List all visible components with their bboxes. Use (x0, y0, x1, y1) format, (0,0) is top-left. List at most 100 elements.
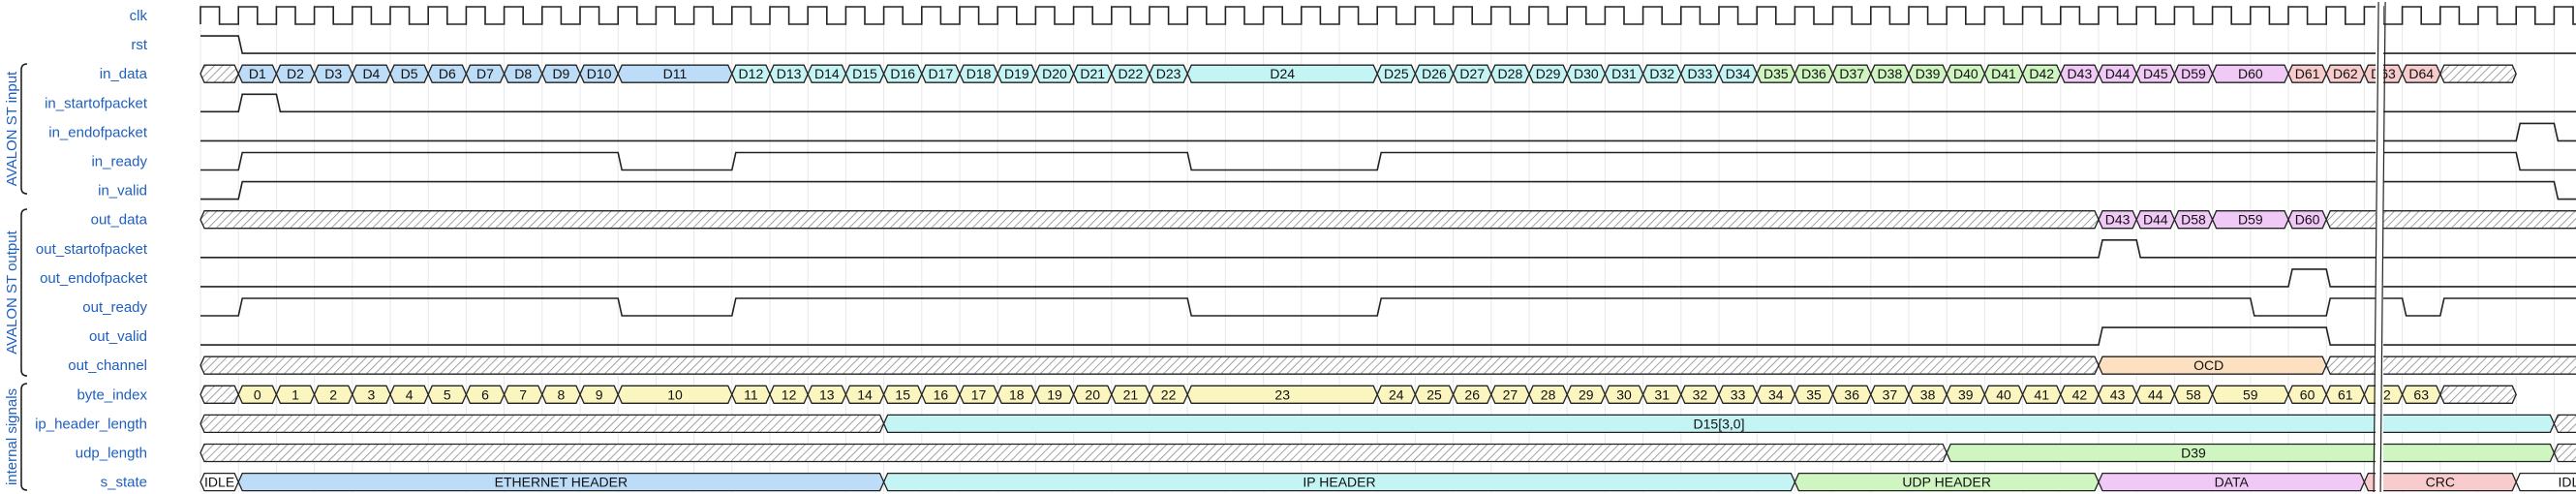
signal-wave-out_endofpacket (200, 268, 2576, 288)
bus-value-label: 29 (1579, 386, 1594, 402)
signal-wave-udp_length: D39 (199, 443, 2576, 463)
signal-wave-rst (200, 35, 2576, 54)
bus-value-label: 1 (291, 386, 299, 402)
bus-value-label: ETHERNET HEADER (495, 475, 628, 490)
bus-value-label: 39 (1958, 386, 1974, 402)
signal-wave-in_ready (200, 151, 2576, 171)
bus-value-label: D11 (663, 66, 688, 81)
signal-labels: clkrstin_datain_startofpacketin_endofpac… (35, 8, 148, 491)
bus-value-label: 7 (519, 386, 527, 402)
bus-value-label: 40 (1996, 386, 2011, 402)
time-break-gap (2376, 2, 2384, 492)
bus-value-label: 13 (819, 386, 835, 402)
bus-value-label: 19 (1047, 386, 1062, 402)
bus-undefined-segment (2325, 210, 2576, 230)
bus-value-label: D44 (2105, 66, 2131, 81)
bus-value-label: D10 (587, 66, 612, 81)
bus-value-label: D9 (552, 66, 569, 81)
bus-value-label: D41 (1991, 66, 2016, 81)
signal-label-byte_index: byte_index (77, 386, 147, 403)
bus-value-label: D1 (249, 66, 266, 81)
bus-value-label: D28 (1498, 66, 1523, 81)
signal-label-udp_length: udp_length (76, 446, 147, 462)
bus-value-label: 17 (971, 386, 987, 402)
bit-trace (200, 151, 2576, 171)
signal-label-out_data: out_data (91, 212, 148, 229)
bus-value-label: 32 (1693, 386, 1708, 402)
bus-value-label: 38 (1920, 386, 1936, 402)
bus-value-label: D59 (2238, 212, 2263, 228)
bus-value-label: 60 (2300, 386, 2315, 402)
bus-value-label: D61 (2295, 66, 2320, 81)
bus-value-label: 8 (558, 386, 566, 402)
bus-value-label: 10 (667, 386, 683, 402)
bus-value-label: D39 (1916, 66, 1941, 81)
bus-value-label: D39 (2181, 446, 2206, 461)
bit-trace (200, 93, 2576, 113)
bus-value-label: D2 (287, 66, 304, 81)
bus-value-label: 14 (857, 386, 873, 402)
bus-value-label: 28 (1541, 386, 1556, 402)
bus-value-label: 3 (368, 386, 376, 402)
bus-value-label: 41 (2034, 386, 2049, 402)
signal-label-ip_header_length: ip_header_length (35, 416, 147, 432)
bus-undefined-segment (199, 210, 2100, 230)
bus-value-label: 16 (934, 386, 949, 402)
bus-value-label: 15 (895, 386, 910, 402)
bus-value-label: 30 (1616, 386, 1632, 402)
bus-value-label: 12 (782, 386, 797, 402)
signal-wave-out_ready (200, 297, 2576, 317)
signal-label-in_endofpacket: in_endofpacket (48, 124, 148, 140)
bus-value-label: D37 (1839, 66, 1864, 81)
bus-value-label: D38 (1878, 66, 1903, 81)
bus-value-label: OCD (2193, 357, 2223, 373)
bus-value-label: D30 (1574, 66, 1599, 81)
bus-value-label: 11 (744, 386, 758, 402)
bus-value-label: D7 (476, 66, 494, 81)
bus-value-label: D22 (1119, 66, 1144, 81)
bus-value-label: 26 (1464, 386, 1480, 402)
bus-value-label: D45 (2143, 66, 2168, 81)
signal-label-in_startofpacket: in_startofpacket (45, 95, 148, 111)
bus-undefined-segment (2325, 355, 2576, 375)
bus-value-label: 63 (2413, 386, 2429, 402)
bus-value-label: D31 (1611, 66, 1637, 81)
bus-value-label: D40 (1953, 66, 1978, 81)
bus-value-label: D35 (1763, 66, 1789, 81)
time-break-line-right (2379, 1, 2386, 493)
bus-value-label: 21 (1123, 386, 1139, 402)
bus-value-label: D4 (362, 66, 380, 81)
bus-value-label: D36 (1801, 66, 1826, 81)
bus-undefined-segment (2553, 414, 2576, 434)
time-break-marker (2373, 1, 2386, 493)
bus-value-label: D64 (2408, 66, 2434, 81)
signal-label-out_valid: out_valid (89, 328, 147, 345)
bus-value-label: D21 (1080, 66, 1105, 81)
bus-value-label: D23 (1156, 66, 1181, 81)
bus-value-label: D59 (2181, 66, 2206, 81)
bus-undefined-segment (2553, 443, 2576, 463)
bit-trace (200, 35, 2576, 54)
grid-lines (199, 4, 2555, 492)
group-internal-signals: internal signals (4, 383, 28, 491)
bus-value-label: D13 (777, 66, 802, 81)
signal-label-clk: clk (130, 8, 148, 24)
bit-trace (200, 180, 2576, 201)
bus-value-label: DATA (2215, 475, 2250, 490)
bus-value-label: UDP HEADER (1902, 475, 1991, 490)
bus-value-label: D18 (966, 66, 992, 81)
signal-label-out_ready: out_ready (82, 299, 147, 316)
group-label-internal-signals: internal signals (4, 388, 20, 485)
bus-value-label: D42 (2029, 66, 2054, 81)
bit-trace (200, 122, 2576, 142)
bus-value-label: 59 (2243, 386, 2258, 402)
bus-value-label: D63 (2371, 66, 2396, 81)
bus-value-label: D20 (1042, 66, 1067, 81)
bus-value-label: 24 (1389, 386, 1404, 402)
bus-value-label: D19 (1004, 66, 1029, 81)
bus-value-label: 35 (1806, 386, 1822, 402)
bus-value-label: D60 (2295, 212, 2320, 228)
